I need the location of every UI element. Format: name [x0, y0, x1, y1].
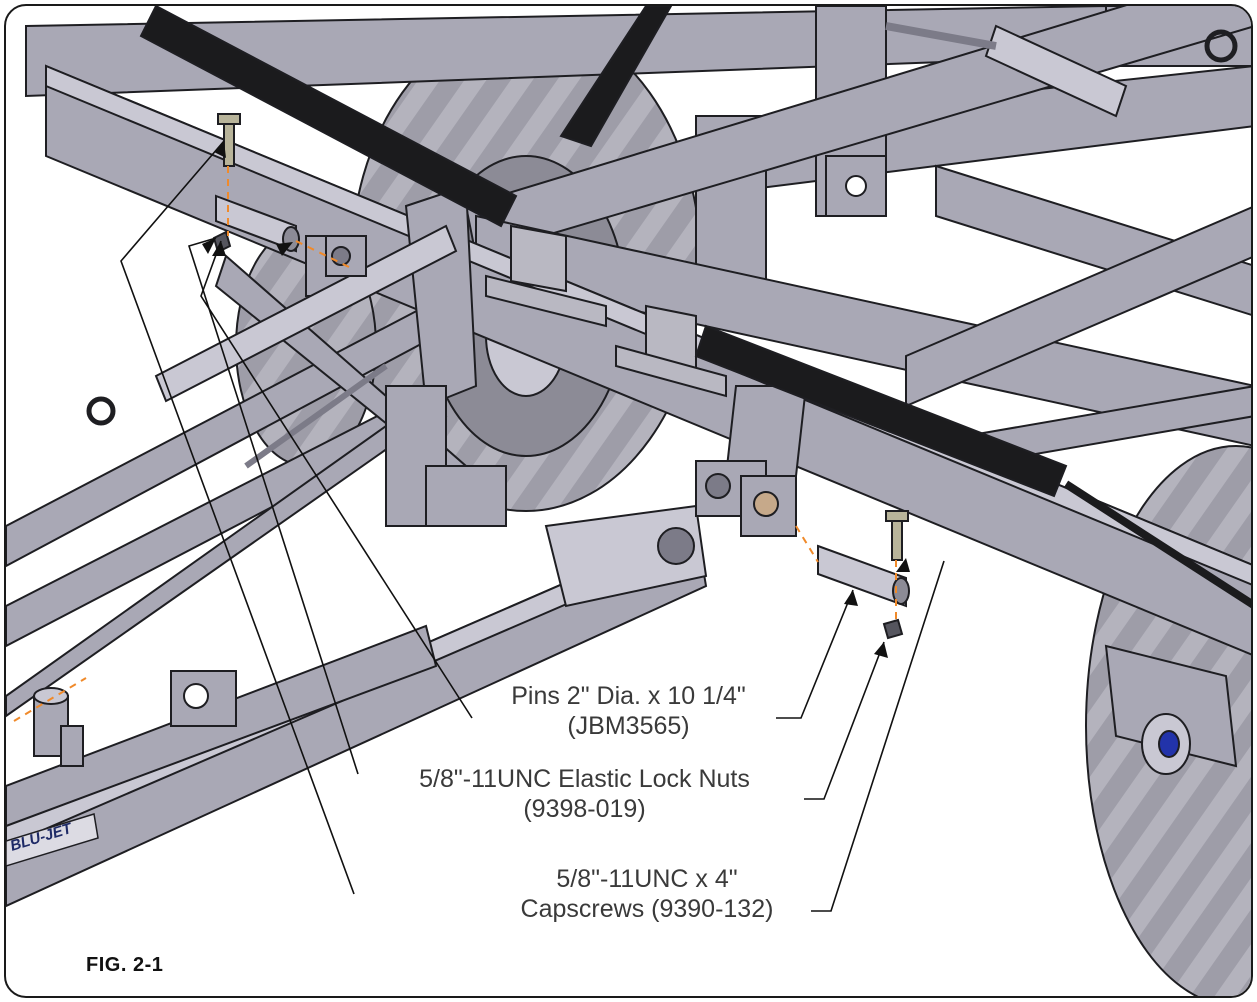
callout-capscrews-line2: Capscrews (9390-132)	[520, 895, 774, 923]
leader-arrowheads	[202, 141, 910, 658]
hose-hooks	[86, 29, 1238, 426]
hydraulic-cylinders	[139, 6, 1251, 609]
callout-capscrews: 5/8"-11UNC x 4" Capscrews (9390-132)	[486, 864, 808, 924]
callout-pins: Pins 2" Dia. x 10 1/4" (JBM3565)	[486, 681, 771, 741]
hardware-right	[817, 510, 910, 640]
callout-nuts-line2: (9398-019)	[523, 795, 646, 823]
center-lines	[13, 166, 897, 722]
figure-label: FIG. 2-1	[86, 954, 164, 976]
pivot-brackets	[170, 155, 887, 727]
mount-plates	[485, 224, 727, 398]
marker-mount	[33, 687, 84, 767]
callout-nuts: 5/8"-11UNC Elastic Lock Nuts (9398-019)	[372, 764, 797, 824]
wheel-hub	[1104, 644, 1238, 775]
leader-lines	[120, 140, 945, 912]
callout-pins-line2: (JBM3565)	[567, 712, 690, 740]
figure-frame: BLU-JET	[4, 4, 1253, 998]
assembly-drawing: BLU-JET	[6, 6, 1251, 996]
callout-nuts-line1: 5/8"-11UNC Elastic Lock Nuts	[419, 765, 750, 793]
callout-pins-line1: Pins 2" Dia. x 10 1/4"	[511, 682, 746, 710]
callout-capscrews-line1: 5/8"-11UNC x 4"	[556, 865, 738, 893]
hardware-left	[212, 113, 300, 254]
lift-arm-assembly	[305, 184, 808, 527]
